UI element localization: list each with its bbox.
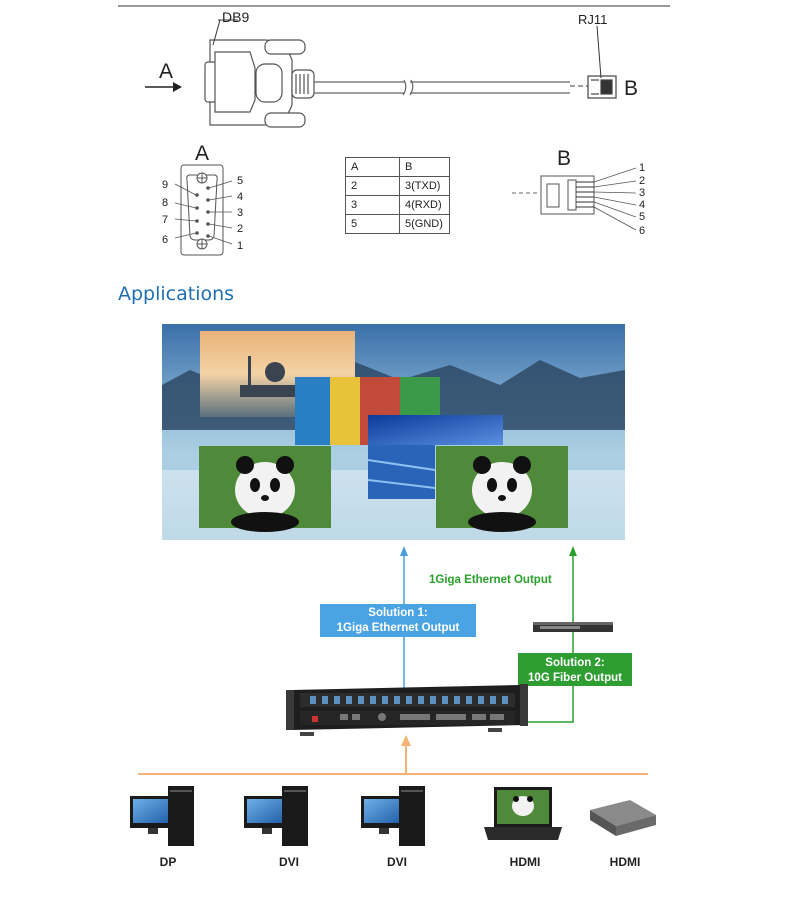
- solution2-line2: 10G Fiber Output: [528, 672, 622, 684]
- source-label-dvi-2: DVI: [387, 855, 407, 869]
- panda-photo-right: [436, 446, 568, 532]
- rj11-label: RJ11: [578, 12, 607, 27]
- source-hdmi-laptop: [484, 787, 562, 840]
- pin-face-b-label: B: [557, 147, 571, 170]
- db9-pin-7: 7: [162, 214, 168, 226]
- application-diagram: Solution 1: 1Giga Ethernet Output Soluti…: [130, 324, 656, 869]
- source-dvi-pc-2: [361, 786, 425, 846]
- table-row: 2 3(TXD): [345, 176, 450, 196]
- source-label-dp: DP: [160, 855, 177, 869]
- panda-photo-left: [199, 446, 331, 532]
- cable-diagram: DB9 RJ11 A B A: [118, 5, 670, 256]
- solution2-label: Solution 2: 10G Fiber Output: [518, 653, 632, 686]
- db9-connector: [204, 39, 315, 128]
- table-cell: 3: [345, 195, 400, 215]
- table-cell: 5: [345, 214, 400, 234]
- table-cell: 5(GND): [399, 214, 450, 234]
- pin-face-a-label: A: [195, 142, 209, 165]
- end-b-label: B: [624, 77, 638, 100]
- solution1-line1: Solution 1:: [368, 607, 427, 619]
- db9-pin-6: 6: [162, 234, 168, 246]
- table-row: 3 4(RXD): [345, 195, 450, 215]
- rj11-pin-face: B 1 2 3 4: [512, 147, 645, 237]
- db9-pin-2: 2: [237, 223, 243, 235]
- db9-pin-8: 8: [162, 197, 168, 209]
- source-dvi-pc-1: [244, 786, 308, 846]
- table-cell: 2: [345, 176, 400, 196]
- solution1-label: Solution 1: 1Giga Ethernet Output: [320, 604, 476, 637]
- table-cell: 4(RXD): [399, 195, 450, 215]
- rj11-pin-3: 3: [639, 187, 645, 199]
- arrow-a: [145, 82, 182, 92]
- solution1-line2: 1Giga Ethernet Output: [337, 622, 460, 634]
- rj11-pin-1: 1: [639, 162, 645, 174]
- table-header-a: A: [345, 157, 400, 177]
- rj11-pin-5: 5: [639, 211, 645, 223]
- db9-pin-9: 9: [162, 179, 168, 191]
- rj11-pin-6: 6: [639, 225, 645, 237]
- input-arrow: [138, 735, 648, 775]
- fiber-converter-device: [533, 622, 613, 632]
- solution2-arrow: [522, 546, 577, 723]
- db9-pin-3: 3: [237, 207, 243, 219]
- applications-title: Applications: [118, 283, 235, 305]
- solution2-line1: Solution 2:: [545, 657, 604, 669]
- db9-pin-1: 1: [237, 240, 243, 252]
- pool-photo: [367, 415, 503, 499]
- ethernet-output-label: 1Giga Ethernet Output: [429, 574, 552, 586]
- table-header-b: B: [399, 157, 450, 177]
- rj11-plug: [587, 75, 617, 99]
- db9-pin-face: A: [162, 142, 243, 256]
- db9-pin-5: 5: [237, 175, 243, 187]
- db9-pin-4: 4: [237, 191, 243, 203]
- db9-label: DB9: [222, 9, 249, 25]
- rj11-pin-4: 4: [639, 199, 645, 211]
- rj11-pin-2: 2: [639, 175, 645, 187]
- source-label-dvi-1: DVI: [279, 855, 299, 869]
- source-hdmi-box: [590, 800, 656, 836]
- video-processor-device: [286, 684, 528, 736]
- cable-line: [314, 79, 590, 96]
- pin-mapping-table: A B 2 3(TXD) 3 4(RXD) 5 5(GND): [345, 157, 450, 234]
- end-a-label: A: [159, 60, 173, 83]
- source-label-hdmi-2: HDMI: [610, 855, 641, 869]
- source-dp-pc: [130, 786, 194, 846]
- table-cell: 3(TXD): [399, 176, 450, 196]
- table-row: 5 5(GND): [345, 214, 450, 234]
- source-label-hdmi-1: HDMI: [510, 855, 541, 869]
- table-header-row: A B: [345, 157, 450, 177]
